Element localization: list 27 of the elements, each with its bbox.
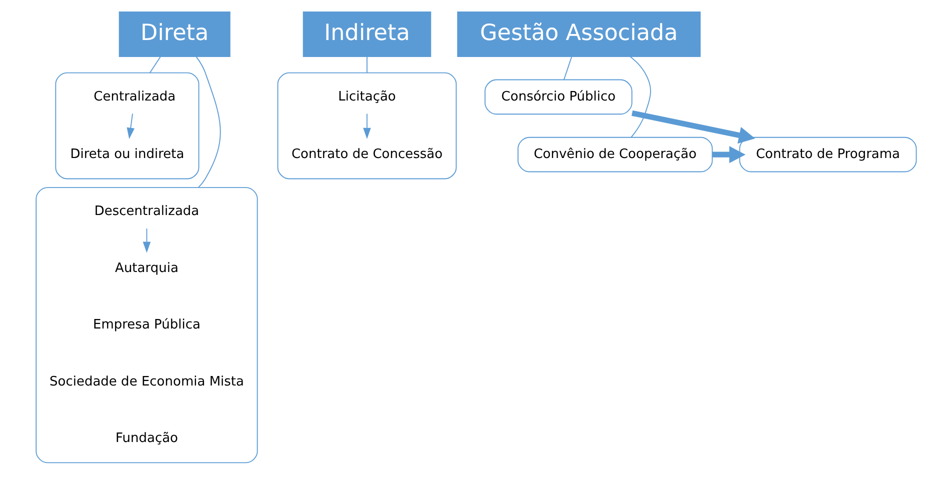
arrow: [142, 228, 150, 253]
node-text: Contrato de Concessão: [290, 147, 442, 162]
node-box: Contrato de Programa: [738, 136, 916, 172]
connector: [148, 56, 160, 74]
node-box: Consórcio Público: [484, 79, 632, 115]
arrow: [362, 113, 370, 139]
connector: [563, 56, 572, 80]
arrow: [712, 146, 746, 164]
connector: [366, 56, 367, 74]
node-box: Convênio de Cooperação: [517, 136, 712, 172]
node-text: Licitação: [338, 89, 396, 104]
node-box: Indireta: [302, 11, 431, 57]
node-text: Fundação: [114, 430, 178, 446]
cluster: [276, 72, 456, 180]
node-box: Gestão Associada: [456, 11, 700, 57]
arrow: [126, 113, 134, 139]
node-text: Sociedade de Economia Mista: [49, 374, 244, 390]
node-text: Centralizada: [93, 89, 176, 104]
arrow: [631, 110, 755, 144]
node-box: Direta: [118, 11, 230, 57]
cluster: [54, 72, 199, 180]
node-text: Direta ou indireta: [70, 147, 184, 162]
connector: [629, 56, 651, 138]
cluster: [35, 187, 258, 464]
node-text: Autarquia: [114, 260, 178, 276]
node-text: Descentralizada: [94, 204, 199, 220]
node-text: Empresa Pública: [92, 318, 200, 333]
